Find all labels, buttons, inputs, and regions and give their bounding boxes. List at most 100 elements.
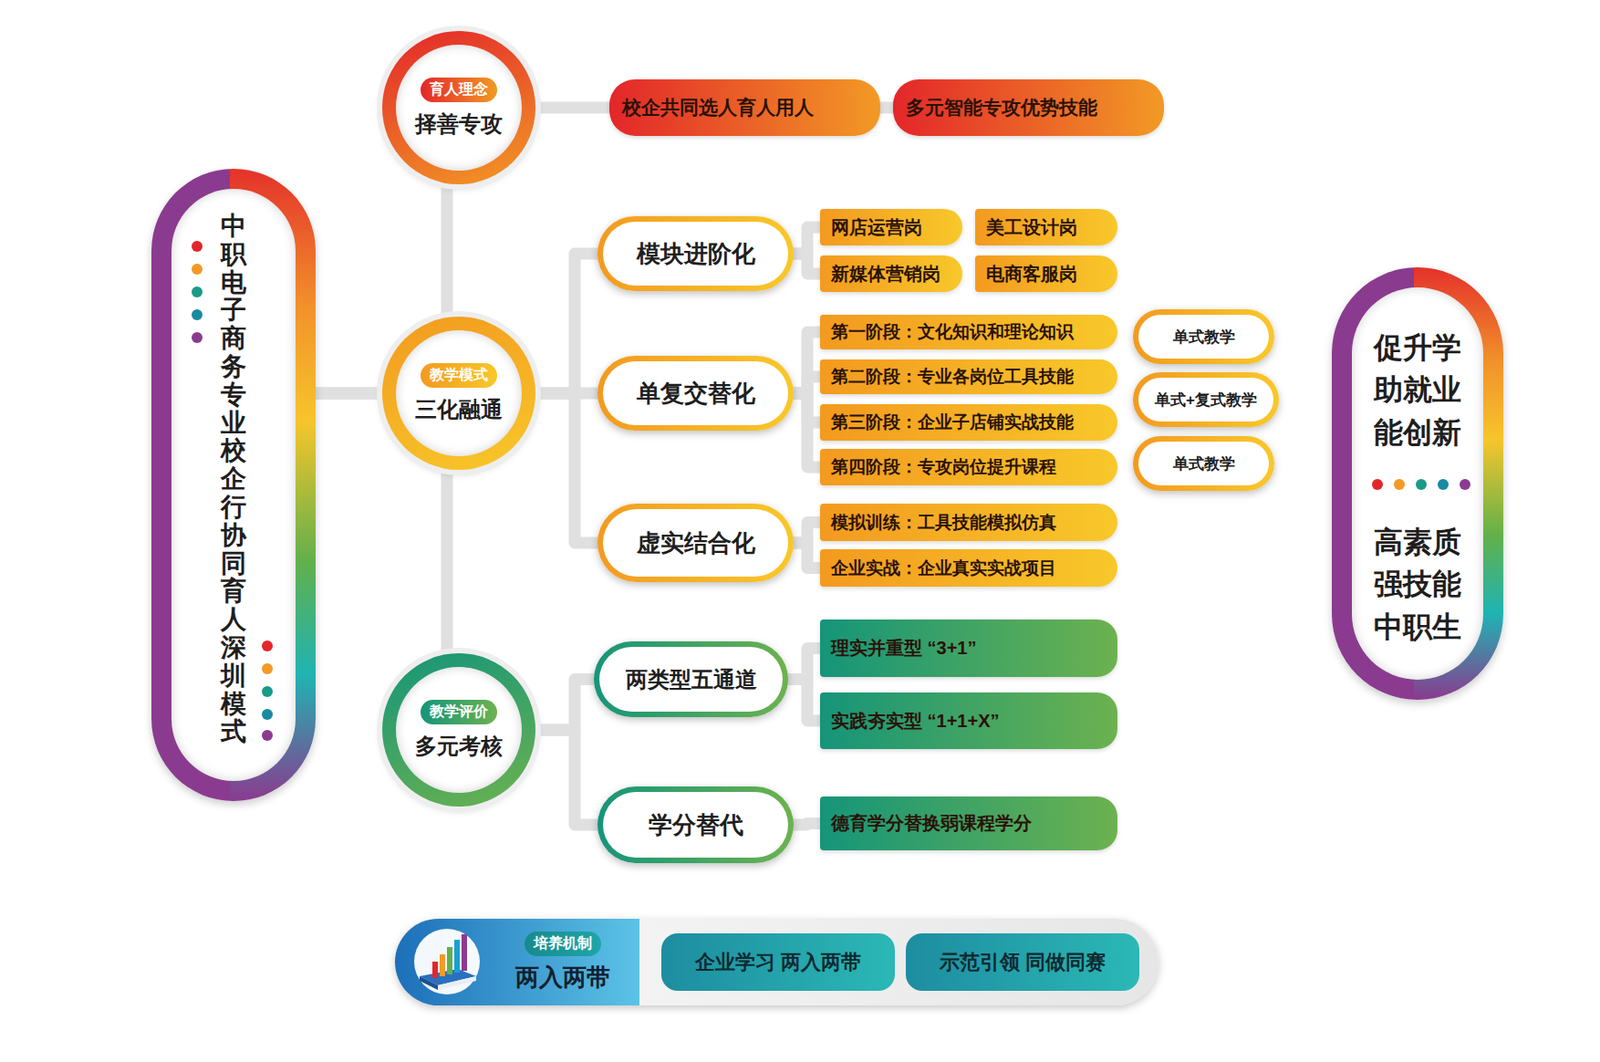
- chart-bar: [439, 954, 446, 977]
- title-pill: 中职电子商务专业校企行协同育人深圳模式: [151, 168, 316, 801]
- stage-pill: 虚实结合化: [597, 503, 794, 582]
- dot: [191, 263, 203, 275]
- shape-face: 中职电子商务专业校企行协同育人深圳模式: [171, 188, 296, 781]
- connector-bar: [789, 332, 824, 394]
- node-text: 育人理念: [420, 77, 498, 103]
- dot: [261, 640, 273, 652]
- connector-bar: [531, 102, 613, 115]
- mechanism-chip: 示范引领 同做同赛: [905, 933, 1140, 991]
- goal-pill: 促升学 助就业 能创新高素质 强技能 中职生: [1331, 267, 1504, 700]
- item-bar: 模拟训练：工具技能模拟仿真: [820, 503, 1118, 541]
- item-bar: 德育学分替换弱课程学分: [820, 796, 1118, 851]
- category-circle: 育人理念择善专攻: [382, 31, 536, 185]
- category-circle: 教学评价多元考核: [382, 653, 536, 807]
- node-text: 校企共同选人育人用人: [622, 94, 814, 121]
- mechanism-chip: 企业学习 两入两带: [661, 933, 895, 991]
- node-text: 促升学 助就业 能创新: [1369, 326, 1466, 454]
- item-bar: 实践夯实型 “1+1+X”: [820, 692, 1118, 749]
- book-chart-icon: [414, 928, 480, 995]
- book-side: [419, 976, 438, 990]
- node-text: 德育学分替换弱课程学分: [831, 810, 1032, 836]
- dot: [1459, 478, 1471, 490]
- dot: [1437, 478, 1449, 490]
- node-text: 学分替代: [648, 809, 744, 842]
- shape-face: 促升学 助就业 能创新高素质 强技能 中职生: [1351, 287, 1484, 680]
- node-text: 两类型五通道: [625, 664, 758, 695]
- dot: [191, 332, 203, 343]
- connector-bar: [789, 253, 824, 274]
- item-bar: 第三阶段：企业子店铺实战技能: [820, 404, 1118, 441]
- dot: [261, 685, 273, 697]
- node-text: 网店运营岗: [831, 215, 923, 240]
- connector-bar: [531, 393, 602, 543]
- node-subtext: 两入两带: [515, 961, 611, 994]
- stage-pill: 两类型五通道: [593, 641, 789, 717]
- node-text: 第四阶段：专攻岗位提升课程: [831, 455, 1057, 479]
- node-text: 模块进阶化: [636, 238, 756, 271]
- chart-bar: [454, 939, 460, 973]
- item-bar: 理实并重型 “3+1”: [820, 619, 1118, 677]
- item-bar: 第一阶段：文化知识和理论知识: [820, 314, 1118, 350]
- connector-bar: [531, 729, 602, 825]
- stage-pill: 学分替代: [597, 786, 794, 863]
- icon-disc: [414, 928, 480, 995]
- chart-bar: [461, 934, 468, 971]
- dot: [191, 309, 203, 321]
- item-bar: 电商客服岗: [975, 255, 1118, 292]
- item-bar: 企业实战：企业真实实战项目: [820, 549, 1118, 587]
- book-pages: [437, 976, 477, 990]
- node-subtext: 择善专攻: [415, 109, 503, 139]
- node-text: 单式+复式教学: [1154, 389, 1258, 411]
- dot: [1371, 478, 1383, 490]
- item-bar: 美工设计岗: [975, 208, 1118, 246]
- item-bar: 校企共同选人育人用人: [609, 79, 881, 136]
- book-cover: [419, 968, 477, 986]
- connector-bar: [789, 542, 824, 569]
- band-title: 培养机制两入两带: [489, 918, 636, 1006]
- node-text: 中职电子商务专业校企行协同育人深圳模式: [220, 212, 247, 747]
- dot: [191, 240, 203, 252]
- node-text: 教学评价: [420, 699, 498, 725]
- dot: [191, 286, 203, 298]
- mechanism-band: 企业学习 两入两带 示范引领 同做同赛 培养机制两入两带: [394, 918, 1159, 1006]
- node-text: 单式教学: [1173, 326, 1236, 348]
- connector-bar: [531, 679, 598, 731]
- dot: [261, 708, 273, 720]
- item-bar: 第四阶段：专攻岗位提升课程: [820, 448, 1118, 486]
- connector-bar: [789, 393, 824, 468]
- dot: [1393, 478, 1405, 490]
- connector-bar: [789, 823, 824, 826]
- node-subtext: 多元考核: [415, 731, 503, 761]
- node-text: 单复交替化: [636, 377, 756, 410]
- shape-face: 教学模式三化融通: [395, 330, 522, 457]
- category-circle: 教学模式三化融通: [382, 316, 536, 470]
- chart-bar: [432, 961, 438, 978]
- shape-face: 育人理念择善专攻: [395, 44, 522, 171]
- stage-pill: 单式+复式教学: [1132, 372, 1279, 427]
- dot-column: [191, 240, 203, 343]
- connector-bar: [784, 679, 824, 722]
- node-subtext: 三化融通: [415, 394, 503, 425]
- stage-pill: 模块进阶化: [597, 216, 794, 291]
- item-bar: 网店运营岗: [820, 208, 963, 246]
- shape-face: 教学评价多元考核: [395, 666, 522, 793]
- item-bar: 多元智能专攻优势技能: [893, 79, 1164, 136]
- node-text: 示范引领 同做同赛: [939, 948, 1106, 977]
- chart-bar: [446, 946, 453, 975]
- stage-pill: 单式教学: [1132, 436, 1275, 491]
- connector-bar: [531, 253, 602, 394]
- node-text: 第三阶段：企业子店铺实战技能: [831, 410, 1074, 435]
- node-text: 模拟训练：工具技能模拟仿真: [831, 510, 1057, 535]
- stage-pill: 单式教学: [1132, 309, 1275, 364]
- node-text: 培养机制: [524, 931, 602, 956]
- dot: [261, 729, 273, 741]
- stage-pill: 单复交替化: [597, 355, 794, 431]
- dot-column: [261, 640, 273, 741]
- node-text: 第二阶段：专业各岗位工具技能: [831, 364, 1074, 389]
- dot: [1415, 478, 1427, 490]
- node-text: 新媒体营销岗: [831, 261, 941, 287]
- node-text: 理实并重型 “3+1”: [831, 635, 977, 661]
- node-text: 第一阶段：文化知识和理论知识: [831, 320, 1074, 344]
- node-text: 单式教学: [1173, 453, 1236, 475]
